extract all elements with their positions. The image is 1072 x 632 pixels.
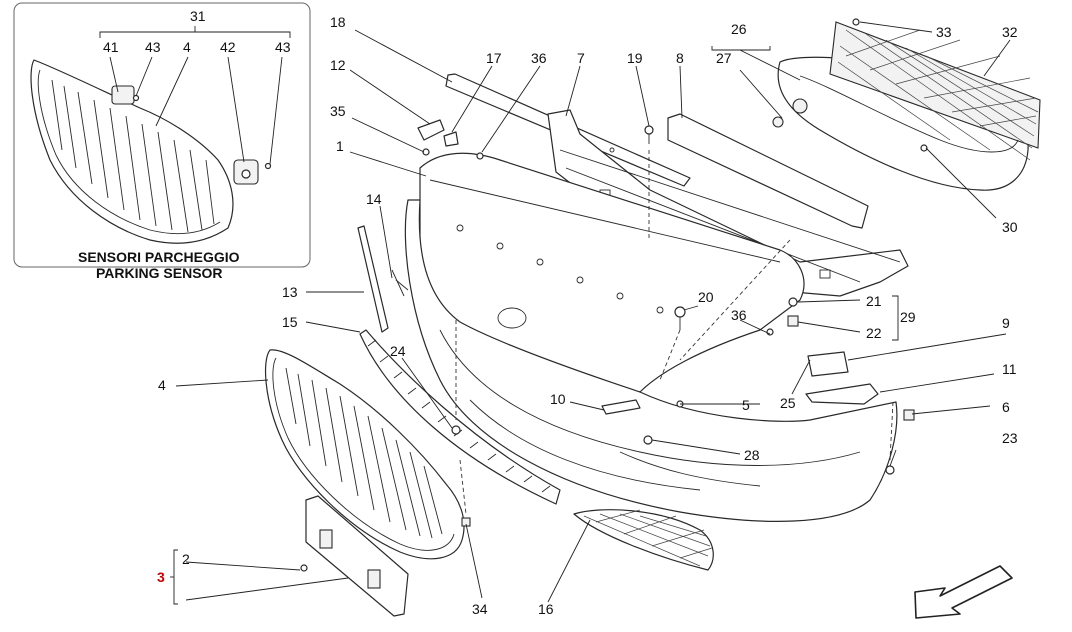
- callout-36-lower: 36: [731, 307, 747, 323]
- inset-label-43-left: 43: [145, 39, 161, 55]
- front-direction-arrow-icon: [914, 565, 1013, 619]
- part-9-side-bracket: [807, 351, 849, 377]
- part-13-14-side-trim: [357, 225, 409, 333]
- callout-17: 17: [486, 50, 502, 66]
- callout-23: 23: [1002, 430, 1018, 446]
- callout-13: 13: [282, 284, 298, 300]
- callout-8: 8: [676, 50, 684, 66]
- fasteners: [422, 18, 928, 527]
- callout-4: 4: [158, 377, 166, 393]
- inset-caption-italian: SENSORI PARCHEGGIO: [78, 249, 240, 265]
- callout-12: 12: [330, 57, 346, 73]
- inset-label-4: 4: [183, 39, 191, 55]
- assembly-lines: [455, 150, 894, 515]
- callout-20: 20: [698, 289, 714, 305]
- callout-35: 35: [330, 103, 346, 119]
- callout-5: 5: [742, 397, 750, 413]
- callout-6: 6: [1002, 399, 1010, 415]
- callout-19: 19: [627, 50, 643, 66]
- inset-grille: [30, 59, 272, 244]
- callout-21: 21: [866, 293, 882, 309]
- callout-3: 3: [157, 569, 165, 585]
- part-15-lower-slatted-grille: [359, 329, 561, 505]
- callout-24: 24: [390, 343, 406, 359]
- callout-2: 2: [182, 551, 190, 567]
- part-3-plate-holder: [300, 495, 409, 617]
- callout-26: 26: [731, 21, 747, 37]
- callout-labels: 1 2 3 4 5 6 7 8 9 10 11 12 13 14 15 16 1…: [157, 14, 1018, 617]
- callout-1: 1: [336, 138, 344, 154]
- inset-caption-english: PARKING SENSOR: [96, 265, 223, 281]
- bumper-lower-body: [404, 199, 898, 522]
- callout-34: 34: [472, 601, 488, 617]
- callout-32: 32: [1002, 24, 1018, 40]
- callout-11: 11: [1002, 361, 1017, 377]
- part-32-upper-mesh-grille: [772, 21, 1041, 191]
- part-12-17-clips: [417, 119, 459, 147]
- parking-sensor-inset: 31 41 43 4 42 43 SENSORI PARCHEGGIO PARK…: [13, 2, 311, 281]
- inset-label-43-right: 43: [275, 39, 291, 55]
- callout-29: 29: [900, 309, 916, 325]
- callout-16: 16: [538, 601, 554, 617]
- part-11-side-reflector: [805, 383, 879, 405]
- callout-9: 9: [1002, 315, 1010, 331]
- inset-label-42: 42: [220, 39, 236, 55]
- callout-22: 22: [866, 325, 882, 341]
- callout-25: 25: [780, 395, 796, 411]
- inset-label-41: 41: [103, 39, 119, 55]
- part-1-bumper-upper-shell: [419, 152, 805, 393]
- callout-14: 14: [366, 191, 382, 207]
- part-10-fog-light-trim: [601, 399, 641, 415]
- callout-33: 33: [936, 24, 952, 40]
- callout-28: 28: [744, 447, 760, 463]
- part-4-front-grille: [264, 349, 465, 560]
- callout-18: 18: [330, 14, 346, 30]
- callout-15: 15: [282, 314, 298, 330]
- callout-36-upper: 36: [531, 50, 547, 66]
- callout-27: 27: [716, 50, 732, 66]
- callout-30: 30: [1002, 219, 1018, 235]
- part-8-foam-strip: [667, 113, 869, 229]
- part-16-lower-mesh-intake: [573, 509, 714, 571]
- callout-10: 10: [550, 391, 566, 407]
- leader-lines: [170, 21, 1011, 605]
- callout-7: 7: [577, 50, 585, 66]
- inset-label-31: 31: [190, 8, 206, 24]
